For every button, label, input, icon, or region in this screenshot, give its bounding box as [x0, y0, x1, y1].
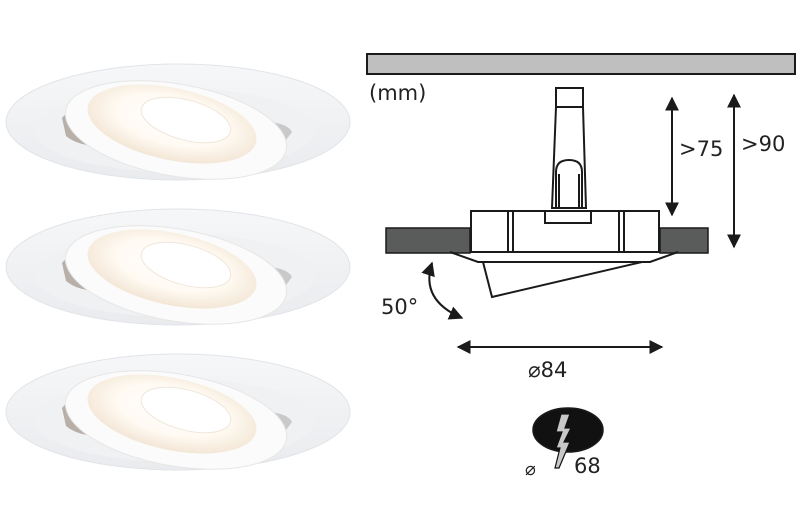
cutout-diameter-symbol: ⌀: [525, 459, 536, 480]
depth-min-label: >75: [679, 137, 724, 161]
cutout-diameter-value: 68: [574, 454, 601, 478]
depth-total-label: >90: [741, 132, 786, 156]
fixture-body: [470, 87, 660, 253]
ceiling-section-left: [385, 227, 471, 254]
unit-label: (mm): [369, 81, 427, 105]
outer-diameter-label: ⌀84: [528, 358, 568, 382]
ceiling-slab: [366, 53, 796, 75]
tilt-angle-label: 50°: [381, 295, 419, 319]
ceiling-section-right: [659, 227, 709, 254]
downlight-image-1: [5, 63, 351, 181]
cutout-hole-icon: [532, 407, 604, 469]
downlight-image-2: [5, 208, 351, 326]
tilt-angle-arrow: [421, 261, 464, 320]
product-photos: [0, 0, 360, 510]
downlight-image-3: [5, 353, 351, 471]
tilted-bezel: [449, 251, 679, 299]
